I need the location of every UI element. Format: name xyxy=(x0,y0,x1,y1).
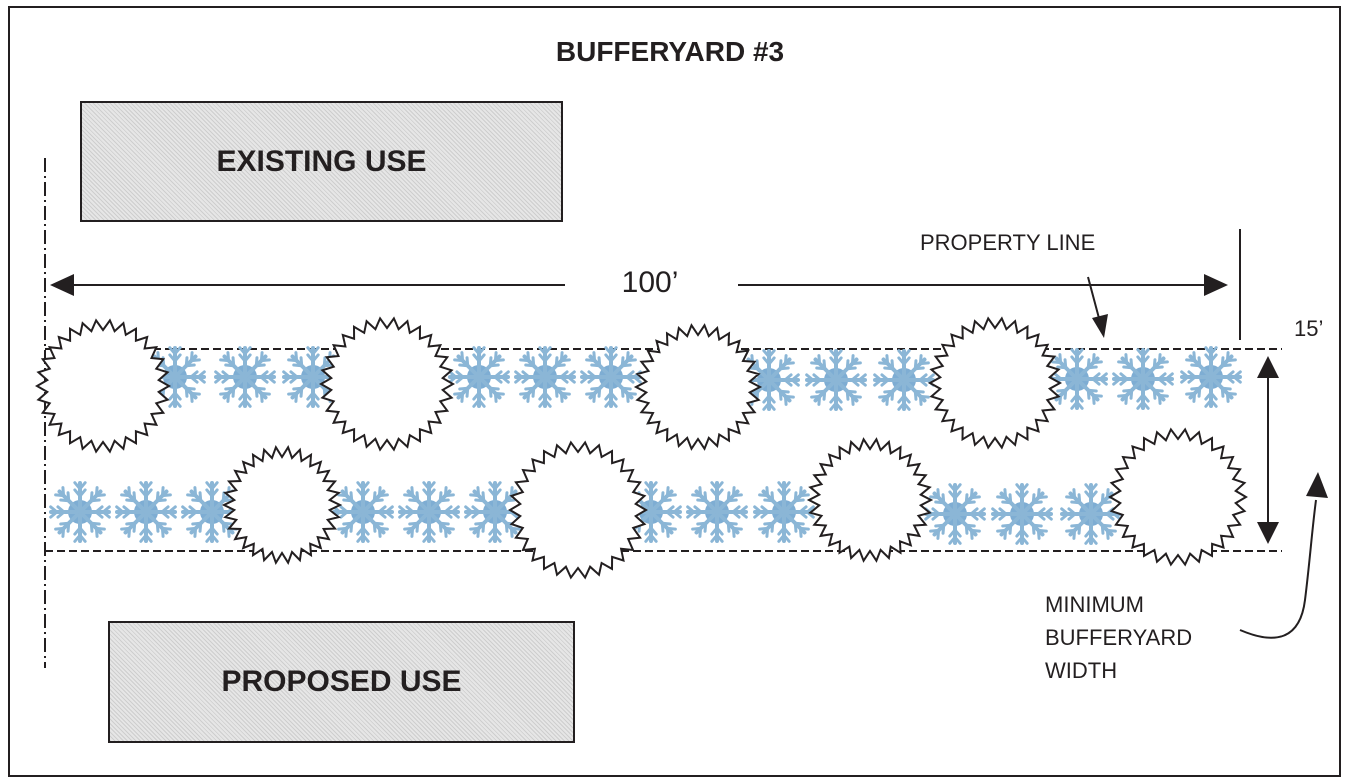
property-line-pointer xyxy=(1087,276,1108,338)
shrub-icon xyxy=(1046,348,1108,410)
existing-use-box: EXISTING USE xyxy=(80,101,563,222)
deciduous-tree-icon xyxy=(927,316,1063,450)
shrub-icon xyxy=(514,346,576,408)
min-width-label: MINIMUM BUFFERYARD WIDTH xyxy=(1045,588,1245,687)
min-width-line: BUFFERYARD xyxy=(1045,625,1193,650)
existing-use-label: EXISTING USE xyxy=(216,144,427,178)
deciduous-tree-icon xyxy=(508,440,648,580)
shrub-icon xyxy=(49,481,111,543)
shrub-icon xyxy=(115,481,177,543)
shrub-icon xyxy=(1180,346,1242,408)
shrub-icon xyxy=(686,481,748,543)
shrub-icon xyxy=(924,483,986,545)
shrub-icon xyxy=(332,481,394,543)
proposed-use-box: PROPOSED USE xyxy=(108,621,575,743)
shrub-icon xyxy=(580,346,642,408)
min-width-pointer xyxy=(1239,472,1328,639)
min-width-line: WIDTH xyxy=(1045,658,1118,683)
width-label: 15’ xyxy=(1294,316,1324,341)
shrub-icon xyxy=(805,349,867,411)
shrub-icon xyxy=(214,346,276,408)
shrub-icon xyxy=(398,481,460,543)
deciduous-tree-icon xyxy=(318,316,456,452)
length-dimension-arrow xyxy=(50,229,1241,340)
deciduous-tree-icon xyxy=(633,323,763,451)
shrub-icon xyxy=(873,349,935,411)
diagram-title: BUFFERYARD #3 xyxy=(555,36,785,67)
diagram-frame xyxy=(8,6,1341,777)
deciduous-tree-icon xyxy=(221,445,343,565)
shrub-icon xyxy=(753,481,815,543)
width-dimension-arrow xyxy=(1257,356,1279,544)
shrub-icon xyxy=(991,483,1053,545)
deciduous-tree-icon xyxy=(806,437,934,563)
min-width-line: MINIMUM xyxy=(1045,592,1144,617)
proposed-use-label: PROPOSED USE xyxy=(221,665,462,698)
shrub-icon xyxy=(1112,348,1174,410)
length-label: 100’ xyxy=(621,266,679,299)
deciduous-tree-icon xyxy=(1108,427,1248,567)
property-line-label: PROPERTY LINE xyxy=(920,230,1096,255)
shrub-icon xyxy=(1060,483,1122,545)
deciduous-tree-icon xyxy=(34,318,172,454)
shrub-icon xyxy=(448,346,510,408)
